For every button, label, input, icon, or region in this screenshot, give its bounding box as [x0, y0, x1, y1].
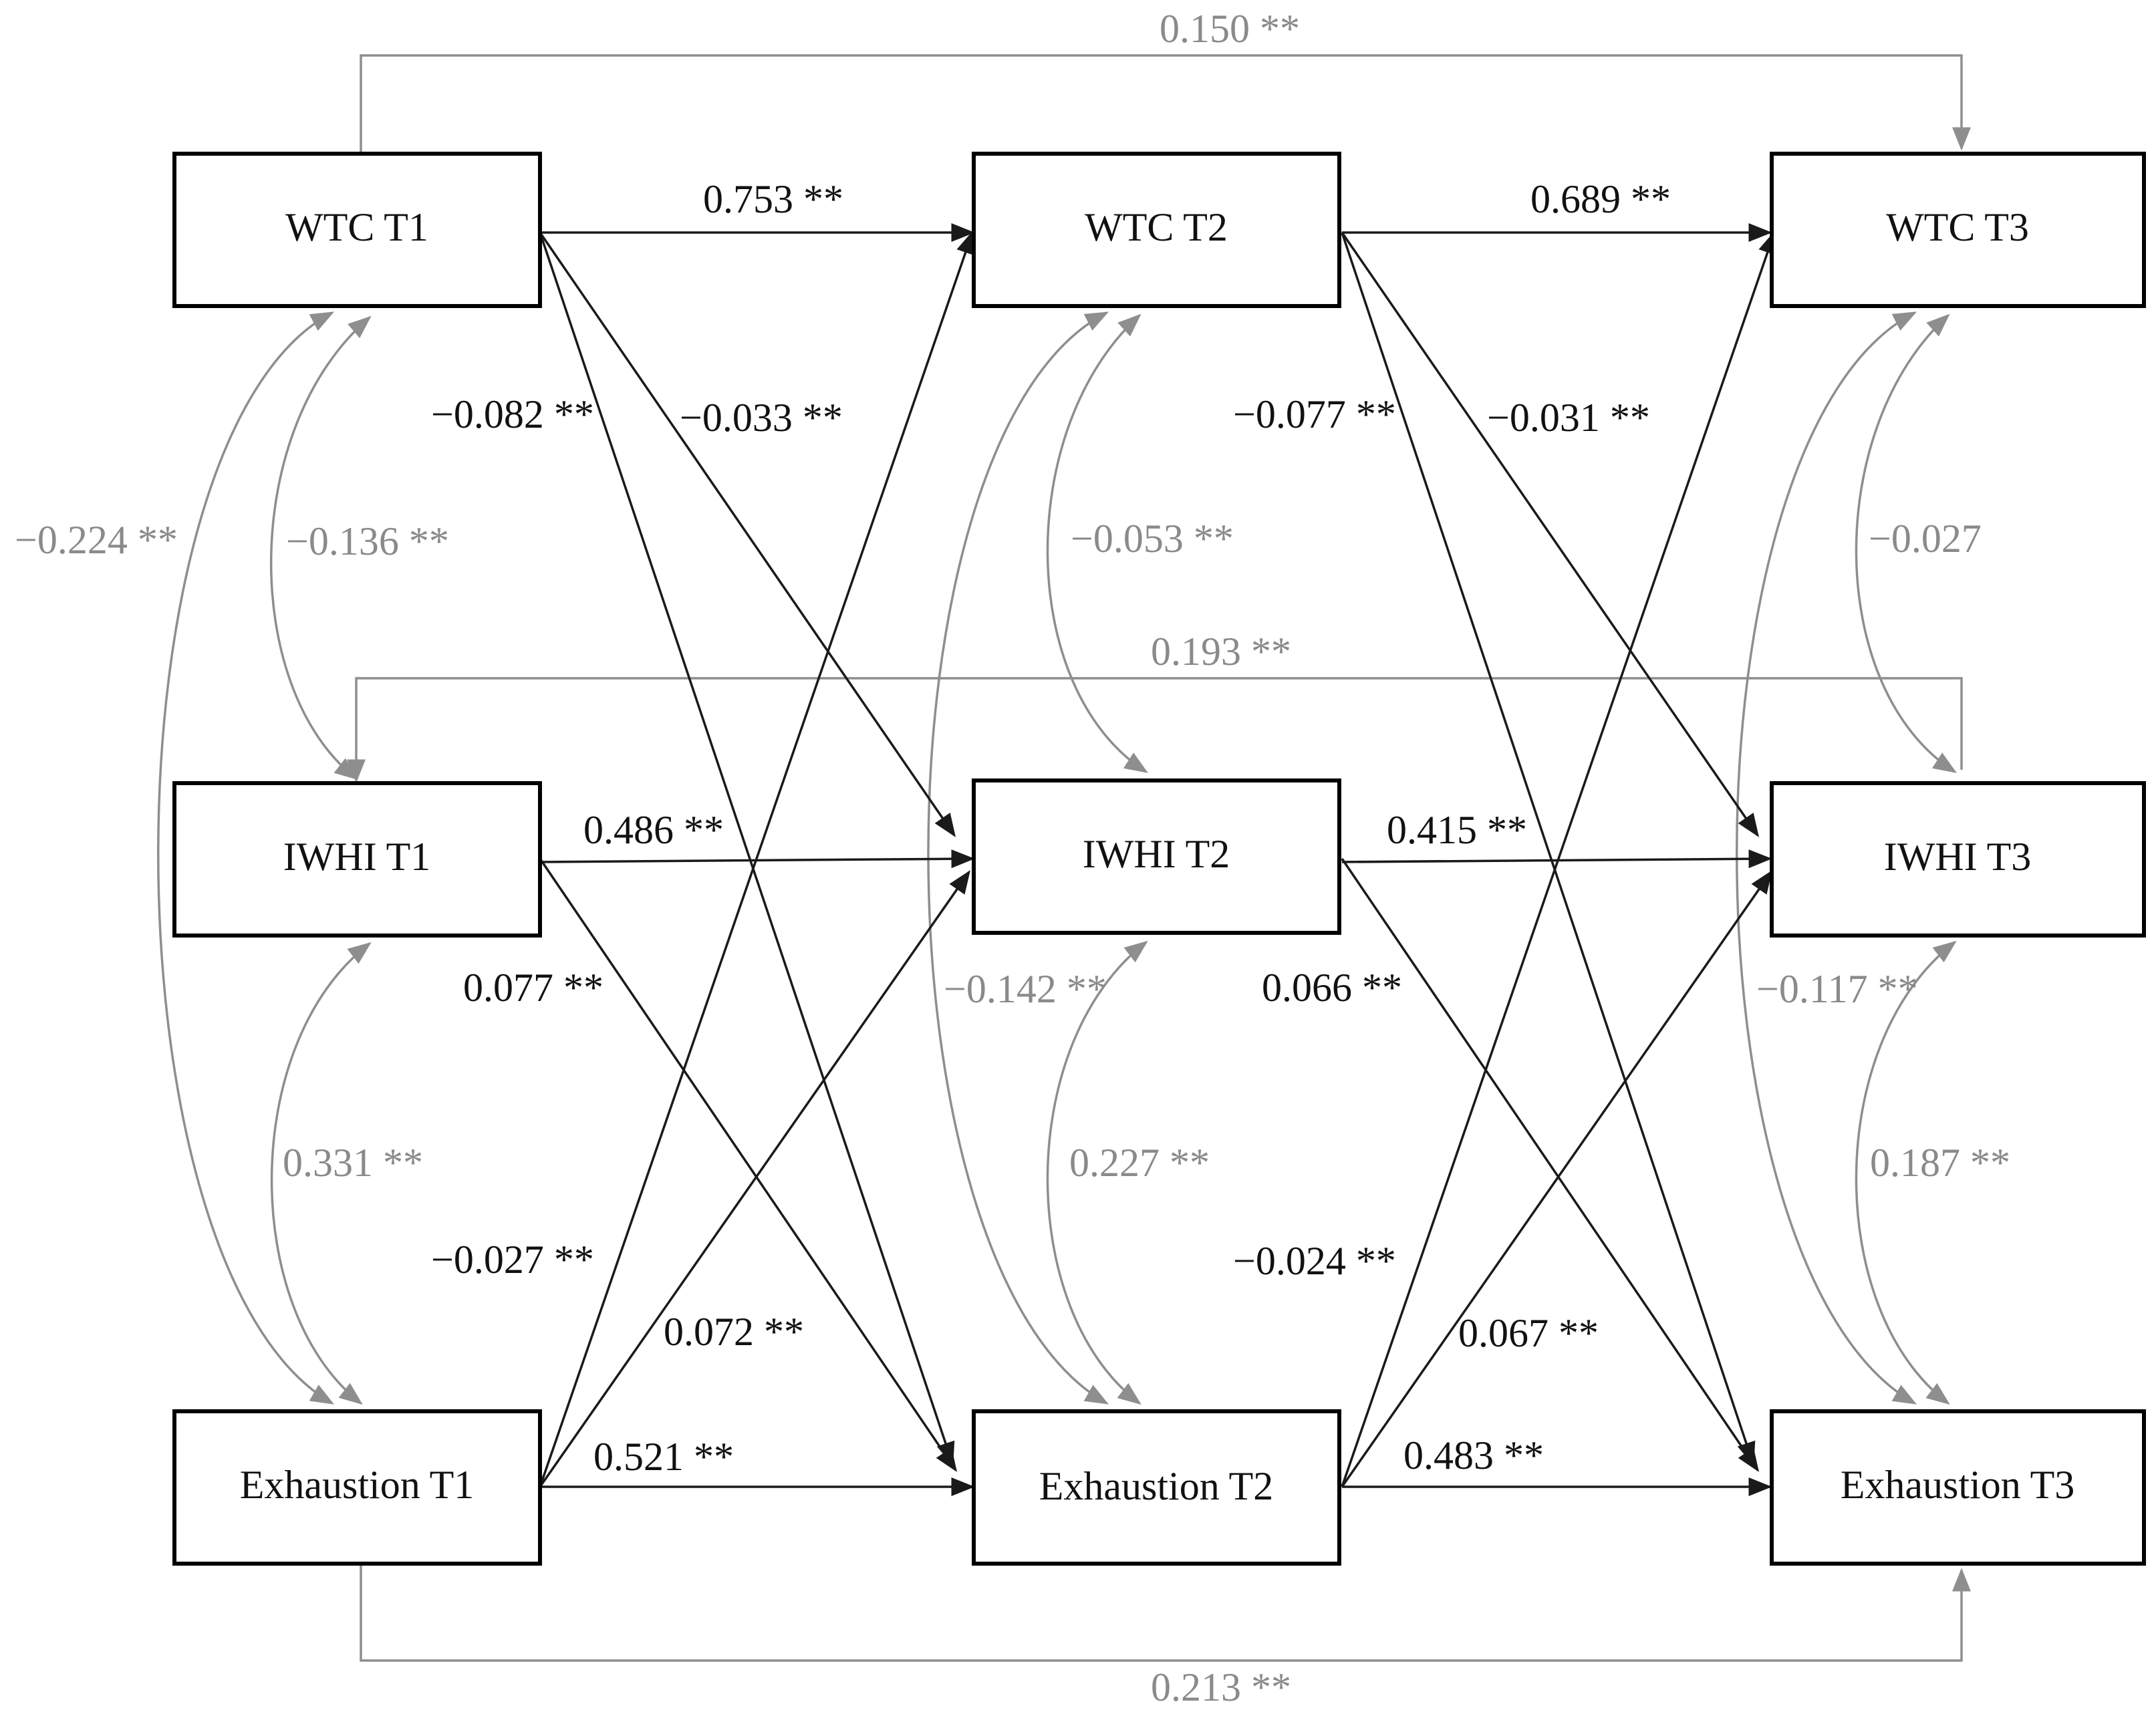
path-exh1-iwhi2: [539, 870, 971, 1488]
node-wtc-t2: WTC T2: [972, 152, 1341, 308]
coef-iwhi-t1-t2: 0.486 **: [583, 808, 724, 852]
coef-wtc1-iwhi2: −0.033 **: [680, 396, 843, 440]
coef-exh-t2-t3: 0.483 **: [1403, 1433, 1544, 1477]
node-exhaustion-t3-label: Exhaustion T3: [1841, 1463, 2075, 1507]
node-wtc-t3: WTC T3: [1770, 152, 2146, 308]
node-exhaustion-t3: Exhaustion T3: [1770, 1409, 2146, 1566]
coef-exh1-iwhi2: 0.072 **: [664, 1310, 804, 1354]
node-exhaustion-t2: Exhaustion T2: [972, 1409, 1341, 1566]
corr-wtc1-exh1: [157, 311, 335, 1405]
corr-wtc2-exh2: [927, 311, 1109, 1405]
corr-label-wtc3-iwhi3: −0.027: [1869, 517, 1982, 561]
corr-label-iwhi2-exh2: 0.227 **: [1069, 1141, 1210, 1185]
path-wtc1-wtc3: [360, 54, 1971, 152]
corr-label-wtc1-exh1: −0.224 **: [15, 518, 178, 562]
node-iwhi-t1-label: IWHI T1: [283, 835, 431, 879]
corr-wtc3-exh3: [1736, 311, 1917, 1405]
corr-label-iwhi3-exh3: 0.187 **: [1870, 1141, 2010, 1185]
node-exhaustion-t1-label: Exhaustion T1: [240, 1463, 475, 1507]
path-exh2-iwhi3: [1341, 870, 1773, 1488]
corr-iwhi2-exh2: [1046, 940, 1148, 1405]
node-iwhi-t2: IWHI T2: [972, 778, 1341, 935]
path-exh1-exh3: [360, 1566, 1971, 1662]
coef-wtc1-wtc3: 0.150 **: [1160, 7, 1300, 51]
coef-wtc1-exh2: −0.082 **: [431, 392, 594, 436]
path-iwhi1-iwhi3: [347, 677, 1963, 783]
path-wtc1-iwhi2: [539, 232, 956, 837]
coef-exh-t1-t2: 0.521 **: [593, 1435, 734, 1479]
coef-iwhi2-exh3: 0.066 **: [1262, 966, 1402, 1010]
path-iwhi2-exh3: [1341, 858, 1759, 1472]
coef-wtc2-exh3: −0.077 **: [1233, 392, 1396, 436]
path-exh2-wtc3: [1341, 230, 1776, 1487]
corr-label-wtc2-iwhi2: −0.053 **: [1071, 517, 1234, 561]
node-wtc-t1-label: WTC T1: [285, 205, 428, 249]
corr-iwhi3-exh3: [1855, 940, 1957, 1405]
coef-wtc-t2-t3: 0.689 **: [1530, 177, 1671, 221]
node-exhaustion-t2-label: Exhaustion T2: [1039, 1464, 1274, 1508]
corr-label-wtc1-iwhi1: −0.136 **: [286, 519, 449, 563]
node-wtc-t2-label: WTC T2: [1085, 205, 1228, 249]
corr-label-wtc3-exh3: −0.117 **: [1756, 967, 1918, 1011]
corr-wtc2-iwhi2: [1046, 313, 1148, 773]
coef-wtc-t1-t2: 0.753 **: [703, 177, 843, 221]
path-wtc2-iwhi3: [1341, 232, 1759, 837]
corr-iwhi1-exh1: [270, 942, 372, 1405]
path-wtc2-exh3: [1341, 232, 1756, 1466]
coef-iwhi-t2-t3: 0.415 **: [1387, 808, 1527, 852]
node-iwhi-t2-label: IWHI T2: [1083, 832, 1230, 876]
coef-iwhi1-iwhi3: 0.193 **: [1151, 629, 1291, 674]
corr-wtc3-iwhi3: [1855, 313, 1957, 773]
path-exh1-wtc2: [539, 230, 974, 1487]
node-iwhi-t1: IWHI T1: [172, 781, 542, 938]
coef-exh1-exh3: 0.213 **: [1151, 1665, 1291, 1709]
path-iwhi1-exh2: [539, 858, 957, 1472]
node-iwhi-t3-label: IWHI T3: [1884, 835, 2032, 879]
corr-wtc1-iwhi1: [270, 315, 372, 780]
node-wtc-t1: WTC T1: [172, 152, 542, 308]
path-iwhi-t2-t3: [1341, 849, 1772, 869]
node-iwhi-t3: IWHI T3: [1770, 781, 2146, 938]
corr-label-iwhi1-exh1: 0.331 **: [283, 1141, 423, 1185]
coef-exh2-wtc3: −0.024 **: [1233, 1239, 1396, 1283]
path-wtc1-exh2: [539, 232, 955, 1466]
coef-iwhi1-exh2: 0.077 **: [463, 966, 603, 1010]
node-exhaustion-t1: Exhaustion T1: [172, 1409, 542, 1566]
coef-exh1-wtc2: −0.027 **: [431, 1238, 594, 1282]
coef-exh2-iwhi3: 0.067 **: [1458, 1311, 1599, 1355]
coef-wtc2-iwhi3: −0.031 **: [1487, 396, 1650, 440]
corr-label-wtc2-exh2: −0.142 **: [944, 967, 1107, 1011]
node-wtc-t3-label: WTC T3: [1886, 205, 2029, 249]
